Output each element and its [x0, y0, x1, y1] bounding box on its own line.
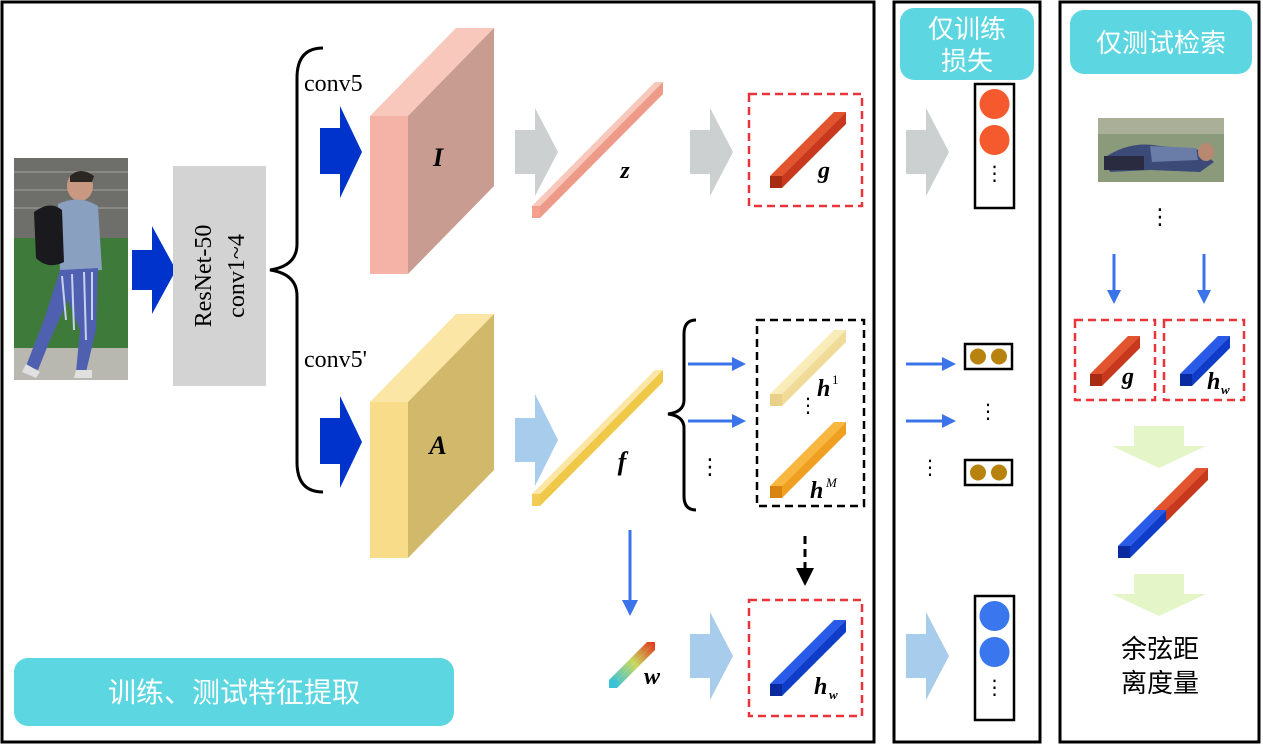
retrieval-hw-sub: w — [1221, 382, 1230, 397]
vector-g-label: g — [817, 158, 830, 184]
loss-panel — [892, 0, 1042, 744]
backbone-line2: conv1~4 — [224, 234, 250, 318]
backbone-line1: ResNet-50 — [191, 225, 217, 328]
vector-w — [609, 642, 655, 688]
id-classifier-weighted — [973, 594, 1016, 722]
vector-hM-sup: M — [825, 475, 838, 490]
loss-part-ellipsis-right: ⋮ — [978, 399, 998, 423]
loss-label-box — [900, 8, 1034, 80]
retrieval-hw-box — [1162, 318, 1246, 402]
metric-line2: 离度量 — [1121, 669, 1199, 699]
global-feature-map — [370, 28, 494, 274]
gallery-person-image — [1098, 118, 1224, 182]
h-parts-box — [755, 318, 866, 508]
part-classifier-M — [963, 458, 1014, 487]
retrieval-hw-label: h — [1207, 369, 1220, 395]
retrieval-vector-g — [1090, 336, 1140, 386]
id-classifier-global — [973, 82, 1016, 210]
weight-arrow-head — [622, 600, 638, 616]
loss-arrow-top — [906, 108, 949, 196]
g-box — [747, 92, 864, 208]
part-arrows — [688, 357, 746, 428]
retrieval-arrows — [1107, 254, 1211, 304]
h-parts-ellipsis: ⋮ — [798, 393, 818, 417]
part-classifier-1 — [963, 342, 1014, 371]
backbone-box — [173, 166, 266, 386]
extraction-panel — [0, 0, 876, 744]
vector-z — [532, 82, 663, 218]
branch-label-bottom: conv5' — [304, 347, 367, 373]
part-ellipsis: ⋮ — [699, 455, 721, 480]
vector-f — [532, 370, 663, 506]
attention-feature-map — [370, 314, 494, 558]
loss-label-line2: 损失 — [941, 47, 993, 77]
vector-hM — [770, 422, 846, 498]
retrieval-panel — [1058, 0, 1261, 744]
vector-h1-label: h — [817, 376, 830, 402]
part-brace — [667, 318, 697, 512]
vector-g — [770, 112, 846, 188]
vector-hw-sub: w — [829, 687, 838, 702]
loss-arrow-bottom — [906, 612, 949, 700]
loss-label-line1: 仅训练 — [928, 15, 1006, 45]
vector-w-label: w — [644, 664, 661, 690]
part-arrows-loss — [906, 357, 956, 428]
fc-arrow-top — [690, 108, 733, 196]
branch-brace — [269, 46, 324, 494]
vector-hM-label: h — [810, 478, 823, 504]
conv5-prime-arrow — [320, 396, 362, 488]
retrieval-label-box — [1070, 10, 1252, 74]
vector-z-label: z — [619, 158, 630, 184]
hw-box — [747, 598, 864, 718]
concatenated-vector — [1118, 468, 1208, 558]
attention-feature-map-label: A — [427, 431, 446, 460]
vector-f-label: f — [618, 447, 629, 476]
metric-arrow — [1112, 574, 1206, 616]
id-classifier-weighted-ellipsis: ⋮ — [985, 675, 1005, 699]
input-arrow — [132, 226, 176, 314]
weighted-sum-arrow — [690, 612, 733, 700]
pool-arrow-top — [515, 108, 558, 196]
retrieval-g-label: g — [1121, 364, 1134, 390]
vector-hw — [770, 620, 846, 696]
retrieval-label: 仅测试检索 — [1096, 29, 1226, 59]
concat-arrow — [1112, 426, 1206, 468]
pool-arrow-bottom — [515, 394, 558, 486]
extraction-label: 训练、测试特征提取 — [108, 676, 360, 709]
vector-hw-label: h — [814, 674, 827, 700]
extraction-label-box — [14, 658, 454, 726]
vector-h1 — [770, 330, 846, 406]
loss-part-ellipsis-left: ⋮ — [920, 455, 940, 479]
retrieval-g-box — [1073, 318, 1157, 402]
gallery-ellipsis: ⋮ — [1149, 205, 1171, 230]
vector-h1-sup: 1 — [832, 372, 839, 387]
aggregate-arrow-head — [796, 568, 814, 586]
global-feature-map-label: I — [432, 143, 444, 172]
metric-line1: 余弦距 — [1121, 635, 1199, 665]
branch-label-top: conv5 — [304, 71, 363, 97]
conv5-arrow — [320, 106, 362, 198]
retrieval-vector-hw — [1180, 336, 1230, 386]
id-classifier-global-ellipsis: ⋮ — [985, 161, 1005, 185]
input-person-image — [14, 158, 128, 380]
